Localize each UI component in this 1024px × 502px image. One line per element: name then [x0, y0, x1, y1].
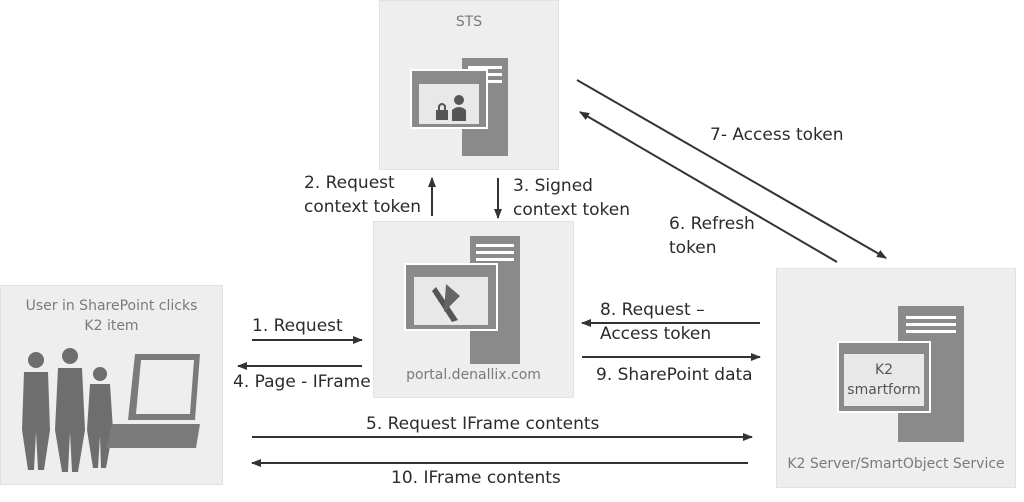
step-8-label-line2: Access token — [600, 324, 712, 344]
portal-server-icon — [404, 236, 520, 364]
k2-label: K2 Server/SmartObject Service — [787, 456, 1005, 472]
step-3-label-line2: context token — [513, 200, 631, 220]
k2-screen-line1: K2 — [874, 362, 894, 378]
user-label-line2: K2 item — [84, 318, 139, 334]
step-3-label-line1: 3. Signed — [513, 176, 593, 196]
k2-server-icon — [837, 306, 964, 442]
step-10-label: 10. IFrame contents — [391, 468, 561, 488]
sts-server-icon — [410, 58, 508, 156]
step-4-label: 4. Page - IFrame — [233, 372, 371, 392]
user-label-line1: User in SharePoint clicks — [25, 298, 198, 314]
arrow-6-refresh-token — [579, 111, 838, 263]
step-7-label: 7- Access token — [710, 125, 844, 145]
step-6-label-line1: 6. Refresh — [669, 214, 755, 234]
step-5-label: 5. Request IFrame contents — [366, 414, 600, 434]
step-2-label-line2: context token — [304, 197, 422, 217]
sts-label: STS — [455, 14, 483, 30]
step-1-label: 1. Request — [252, 316, 343, 336]
portal-label: portal.denallix.com — [406, 367, 541, 383]
step-8-label-line1: 8. Request – — [600, 300, 705, 320]
step-2-label-line1: 2. Request — [304, 173, 395, 193]
step-6-label-line2: token — [669, 238, 717, 258]
users-laptop-icon — [22, 348, 200, 472]
arrow-7-access-token — [576, 79, 887, 259]
k2-screen-line2: smartform — [847, 382, 921, 398]
step-9-label: 9. SharePoint data — [596, 365, 753, 385]
